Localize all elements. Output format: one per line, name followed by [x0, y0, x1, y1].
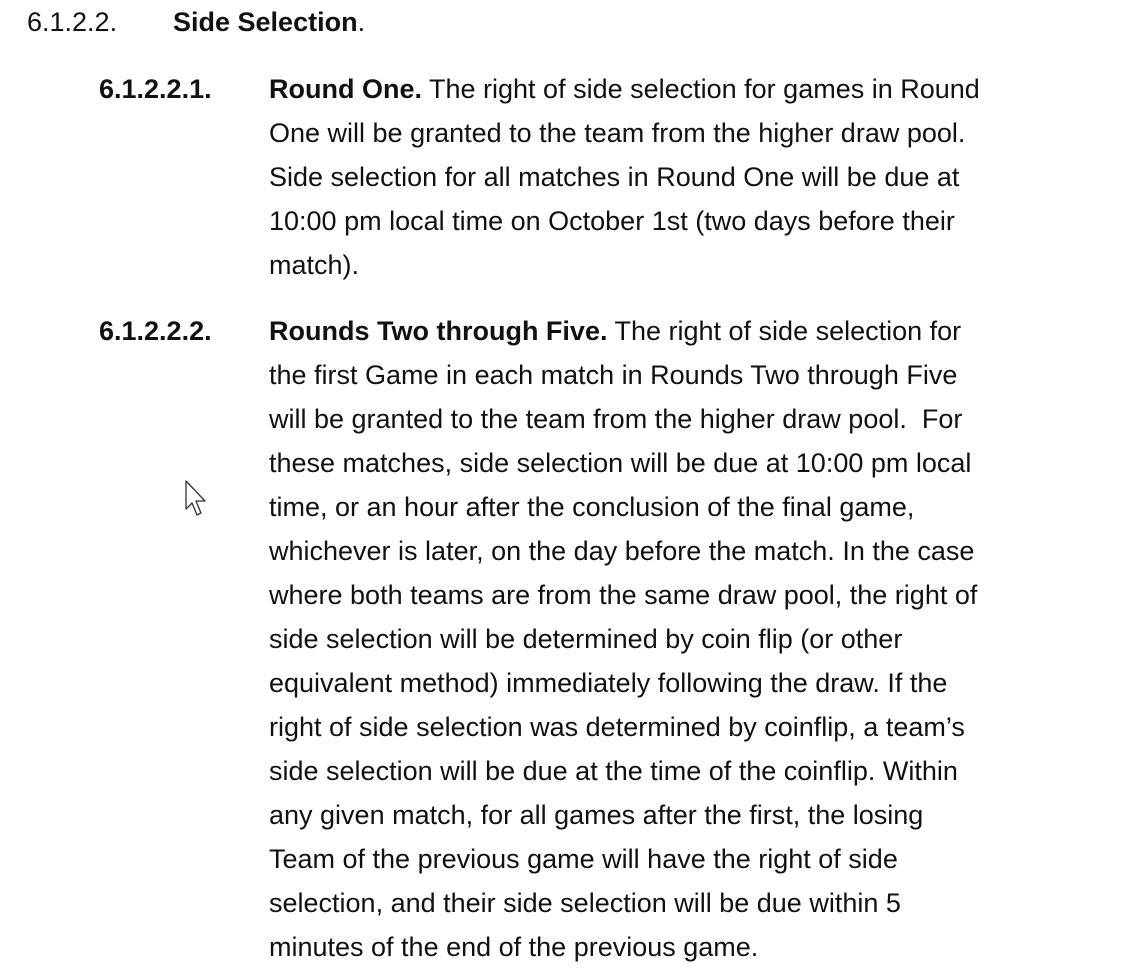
paragraph-text: The right of side selection for	[607, 316, 962, 346]
paragraph-line: Side selection for all matches in Round …	[269, 162, 960, 192]
paragraph-line: selection, and their side selection will…	[269, 888, 901, 918]
paragraph-text: The right of side selection for games in…	[421, 74, 980, 104]
subsection-number: 6.1.2.2.1.	[99, 74, 212, 104]
paragraph-line: match).	[269, 250, 360, 280]
paragraph-line: equivalent method) immediately following…	[269, 668, 948, 698]
paragraph-line: 10:00 pm local time on October 1st (two …	[269, 206, 955, 236]
subsection-lead: Round One.	[269, 74, 422, 104]
paragraph-line: time, or an hour after the conclusion of…	[269, 492, 915, 522]
paragraph-line: any given match, for all games after the…	[269, 800, 924, 830]
paragraph-line: Round One. The right of side selection f…	[269, 67, 980, 111]
paragraph-line: will be granted to the team from the hig…	[269, 404, 963, 434]
subsection-number: 6.1.2.2.2.	[99, 316, 212, 346]
paragraph-line: side selection will be determined by coi…	[269, 624, 903, 654]
paragraph-line: where both teams are from the same draw …	[269, 580, 978, 610]
paragraph-line: right of side selection was determined b…	[269, 712, 965, 742]
paragraph-line: these matches, side selection will be du…	[269, 448, 972, 478]
paragraph-line: Rounds Two through Five. The right of si…	[269, 309, 961, 353]
paragraph-line: side selection will be due at the time o…	[269, 756, 958, 786]
section-title-suffix: .	[357, 7, 366, 37]
mouse-pointer-icon	[184, 479, 208, 519]
paragraph-line: One will be granted to the team from the…	[269, 118, 966, 148]
paragraph-line: whichever is later, on the day before th…	[269, 536, 975, 566]
section-title: Side Selection.	[173, 0, 365, 44]
subsection-lead: Rounds Two through Five.	[269, 316, 608, 346]
section-number: 6.1.2.2.	[27, 7, 118, 37]
paragraph-line: Team of the previous game will have the …	[269, 844, 898, 874]
paragraph-line: the first Game in each match in Rounds T…	[269, 360, 958, 390]
paragraph-line: minutes of the end of the previous game.	[269, 932, 759, 962]
section-title-text: Side Selection	[173, 7, 358, 37]
